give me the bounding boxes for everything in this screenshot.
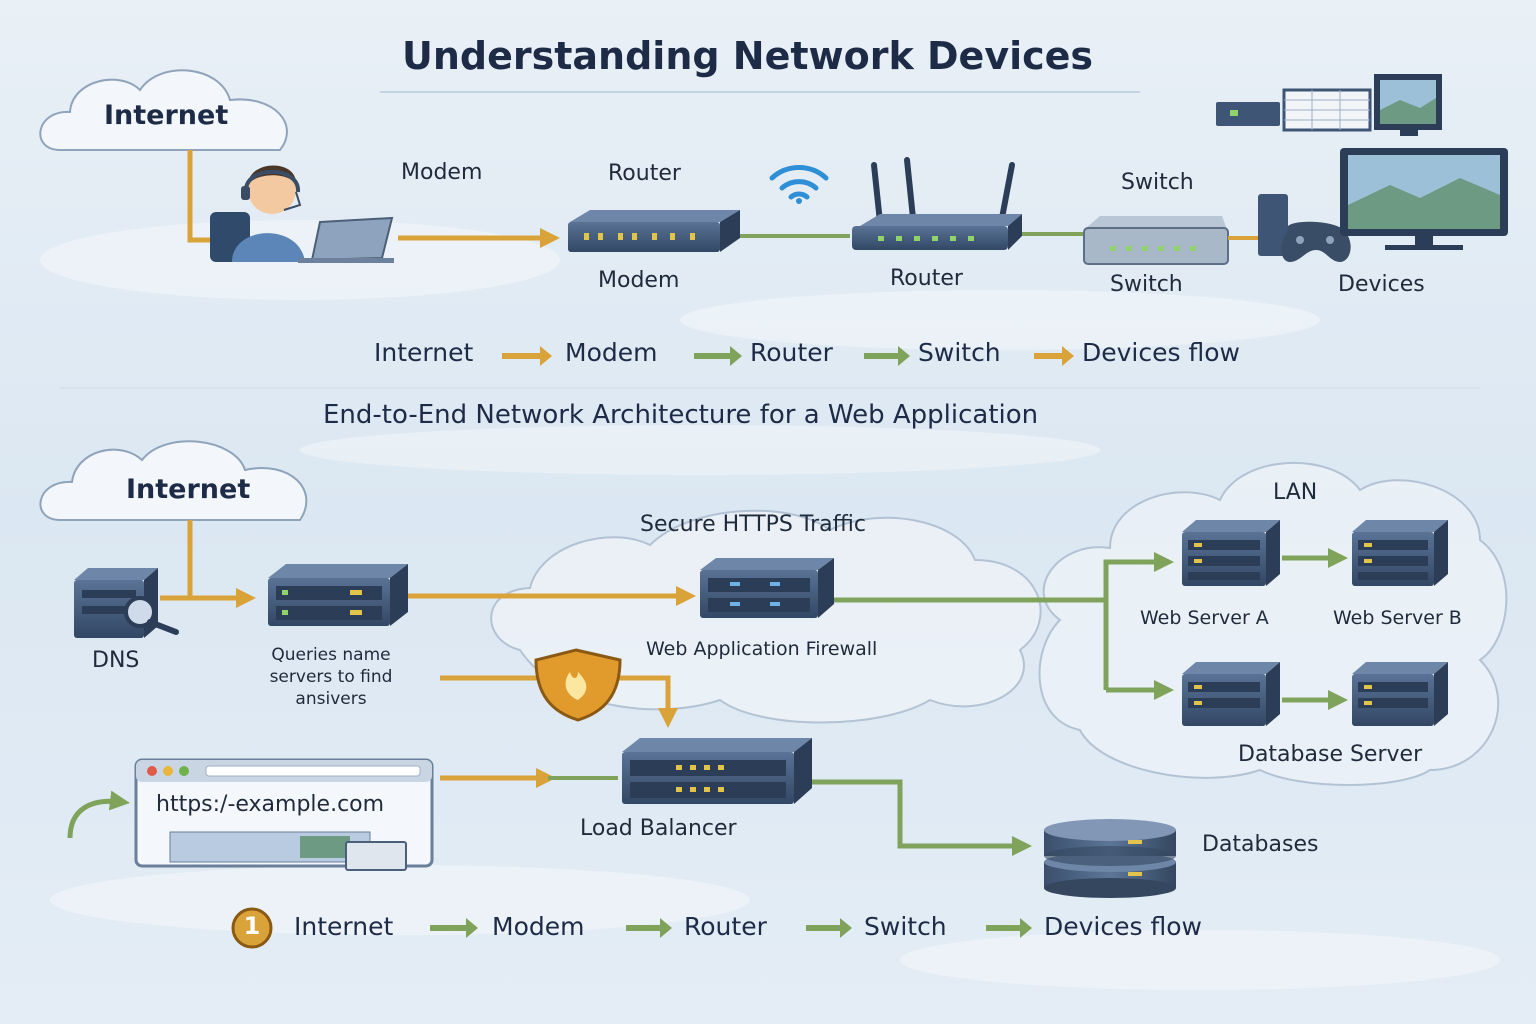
query-text-line-3: ansivers (295, 689, 367, 709)
architecture-subtitle: End-to-End Network Architecture for a We… (323, 400, 1039, 430)
database-server-b-icon (1352, 662, 1448, 726)
flow2-switch: Switch (864, 912, 947, 941)
modem-label: Modem (598, 268, 680, 293)
web-server-a-icon (1182, 520, 1280, 586)
switch-device-icon (1083, 216, 1229, 265)
internet-cloud-2-icon (39, 440, 308, 521)
flow1-internet: Internet (374, 338, 474, 367)
query-text-line-1: Queries name (271, 645, 391, 665)
databases-icon (1044, 819, 1176, 898)
wifi-icon (769, 165, 829, 204)
step-badge-icon (231, 907, 273, 949)
web-server-b-label: Web Server B (1333, 607, 1462, 629)
flow1-switch: Switch (918, 338, 1001, 367)
modem-top-label: Modem (401, 160, 483, 185)
waf-server-icon (700, 558, 834, 618)
lan-label: LAN (1273, 480, 1318, 505)
modem-device-icon (568, 210, 740, 252)
database-server-a-icon (1182, 662, 1280, 726)
router-label: Router (890, 266, 963, 291)
flow-arrows-1 (502, 346, 1074, 366)
https-label: Secure HTTPS Traffic (640, 512, 866, 537)
devices-group-icon (1258, 148, 1508, 262)
step-number: 1 (243, 912, 261, 940)
flow1-router: Router (750, 338, 833, 367)
devices-label: Devices (1338, 272, 1425, 297)
flow2-internet: Internet (294, 912, 394, 941)
waf-label: Web Application Firewall (646, 638, 878, 660)
query-text: Queries name servers to find ansivers (256, 644, 406, 710)
databases-label: Databases (1202, 832, 1319, 857)
query-text-line-2: servers to find (269, 667, 393, 687)
switch-top-label: Switch (1121, 170, 1194, 195)
flow-arrows-2 (430, 918, 1032, 938)
page-title: Understanding Network Devices (402, 34, 1094, 78)
database-server-label: Database Server (1238, 742, 1423, 767)
internet-cloud-label: Internet (104, 100, 229, 131)
internet-cloud-icon (39, 69, 288, 151)
flow1-modem: Modem (565, 338, 658, 367)
flow1-devices: Devices flow (1082, 338, 1240, 367)
browser-window-icon (134, 758, 434, 871)
load-balancer-icon (622, 738, 812, 804)
internet-cloud-2-label: Internet (126, 474, 251, 505)
dns-label: DNS (92, 648, 140, 673)
web-server-b-icon (1352, 520, 1448, 586)
dns-server-icon (74, 568, 179, 638)
monitors-icon (1216, 74, 1442, 136)
flow2-modem: Modem (492, 912, 585, 941)
firewall-shield-icon (534, 648, 622, 722)
web-server-a-label: Web Server A (1140, 607, 1269, 629)
router-top-label: Router (608, 161, 681, 186)
switch-label: Switch (1110, 272, 1183, 297)
flow2-devices: Devices flow (1044, 912, 1202, 941)
flow2-router: Router (684, 912, 767, 941)
router-device-icon (852, 157, 1022, 250)
browser-url: https:/-example.com (156, 792, 385, 817)
load-balancer-label: Load Balancer (580, 816, 737, 841)
name-server-icon (268, 564, 408, 626)
person-with-laptop-icon (210, 165, 394, 263)
